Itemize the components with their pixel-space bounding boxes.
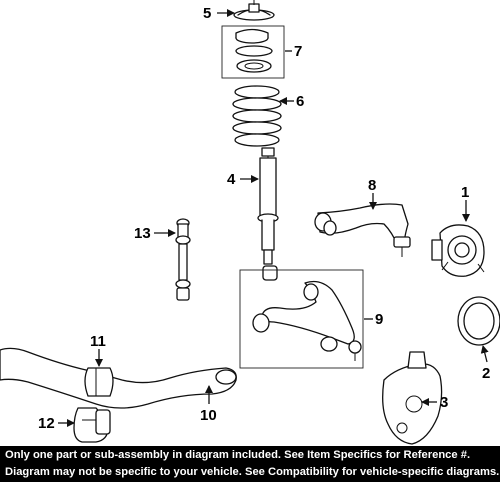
- callout-6: 6: [296, 93, 304, 110]
- spring-insulator-part: [221, 25, 285, 79]
- callout-9: 9: [375, 311, 383, 328]
- callout-8: 8: [368, 177, 376, 194]
- callout-labels: 5 7 6 4 8 1 13 9 2 11 3 10 12: [38, 5, 490, 432]
- callout-10: 10: [200, 407, 217, 424]
- knuckle-part: [382, 351, 443, 445]
- strut-part: [257, 147, 279, 281]
- sway-bar-link-part: [175, 218, 191, 301]
- callout-11: 11: [90, 333, 106, 350]
- callout-13: 13: [134, 225, 151, 242]
- callout-12: 12: [38, 415, 55, 432]
- disclaimer-line-2: Diagram may not be specific to your vehi…: [5, 466, 500, 478]
- stabilizer-bar-part: [0, 347, 237, 409]
- callout-3: 3: [440, 394, 448, 411]
- leader-arrows: [58, 9, 489, 427]
- callout-7: 7: [294, 43, 302, 60]
- coil-spring-part: [232, 85, 282, 147]
- upper-control-arm-part: [314, 203, 411, 257]
- callout-4: 4: [227, 171, 236, 188]
- lower-control-arm-part: [239, 269, 364, 369]
- stabilizer-bushing-part: [84, 367, 114, 397]
- stabilizer-bracket-part: [73, 407, 111, 443]
- disclaimer-line-1: Only one part or sub-assembly in diagram…: [5, 449, 471, 461]
- hub-bearing-part: [431, 224, 485, 277]
- callout-5: 5: [203, 5, 211, 22]
- seal-part: [457, 296, 500, 346]
- upper-mount-part: [233, 0, 275, 21]
- callout-1: 1: [461, 184, 469, 201]
- suspension-diagram: 5 7 6 4 8 1 13 9 2 11 3 10 12: [0, 0, 500, 445]
- disclaimer-banner: Only one part or sub-assembly in diagram…: [0, 446, 500, 482]
- callout-2: 2: [482, 365, 490, 382]
